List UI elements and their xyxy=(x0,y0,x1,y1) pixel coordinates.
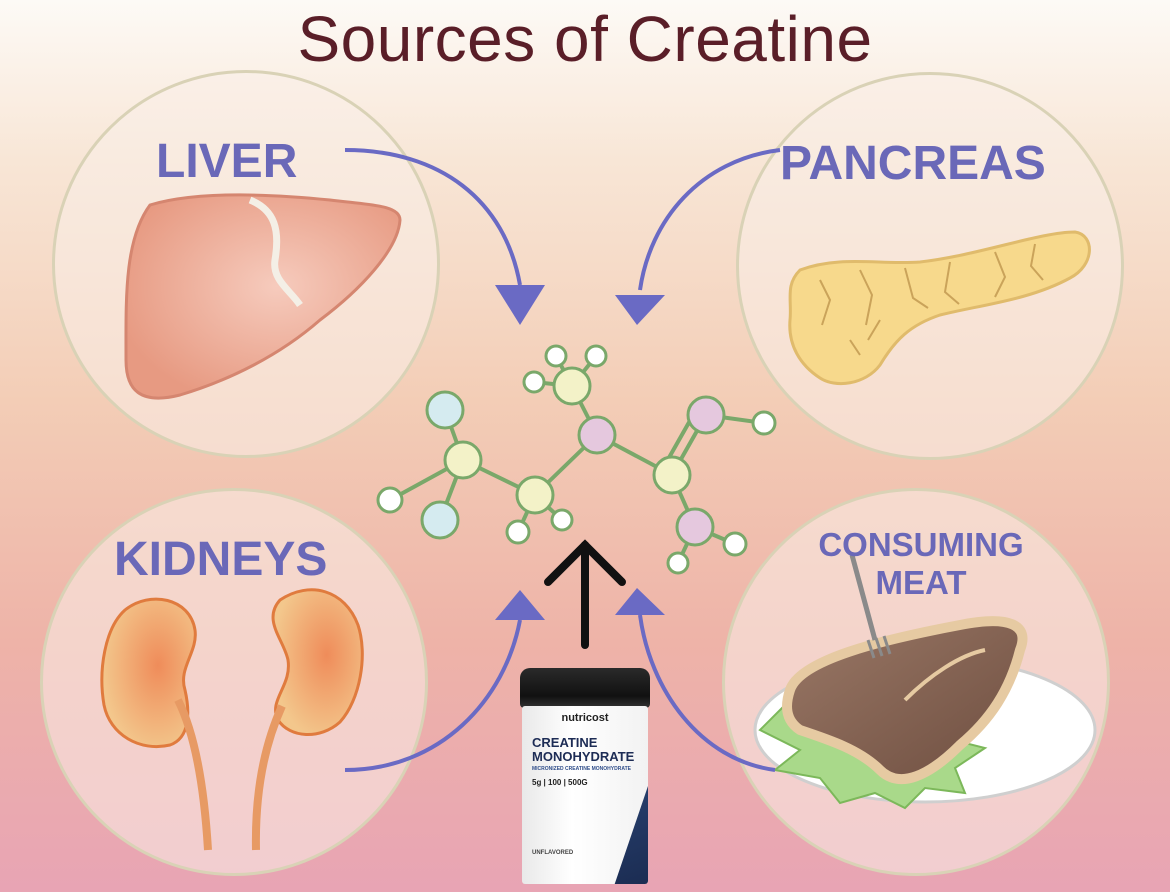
creatine-supplement-tub: nutricost CREATINE MONOHYDRATE MICRONIZE… xyxy=(520,668,650,886)
pancreas-label: PANCREAS xyxy=(780,137,1046,190)
molecule-atoms xyxy=(376,344,777,575)
tub-stripe xyxy=(614,786,648,884)
arrows xyxy=(344,148,781,772)
liver-illustration xyxy=(124,193,402,400)
kidneys-illustration xyxy=(100,588,364,851)
meat-illustration xyxy=(753,554,1097,810)
kidneys-label: KIDNEYS xyxy=(114,533,328,586)
tub-specs: 5g | 100 | 500G xyxy=(532,778,588,787)
diagram-title: Sources of Creatine xyxy=(297,3,873,75)
tub-body: nutricost CREATINE MONOHYDRATE MICRONIZE… xyxy=(522,706,648,884)
meat-label-line2: MEAT xyxy=(875,564,967,601)
liver-label: LIVER xyxy=(156,135,298,188)
tub-flavor: UNFLAVORED xyxy=(532,850,574,856)
meat-label-line1: CONSUMING xyxy=(818,526,1024,563)
pancreas-illustration xyxy=(788,230,1091,386)
arrowheads xyxy=(495,285,665,620)
supplement-arrow xyxy=(544,539,626,649)
tub-brand: nutricost xyxy=(561,712,609,724)
tub-lid xyxy=(520,668,650,708)
tub-product-name: CREATINE MONOHYDRATE xyxy=(532,736,634,764)
tub-product-line1: CREATINE xyxy=(532,735,598,750)
tub-subtitle: MICRONIZED CREATINE MONOHYDRATE xyxy=(532,766,631,772)
meat-label: CONSUMING MEAT xyxy=(806,526,1036,602)
tub-product-line2: MONOHYDRATE xyxy=(532,749,635,764)
